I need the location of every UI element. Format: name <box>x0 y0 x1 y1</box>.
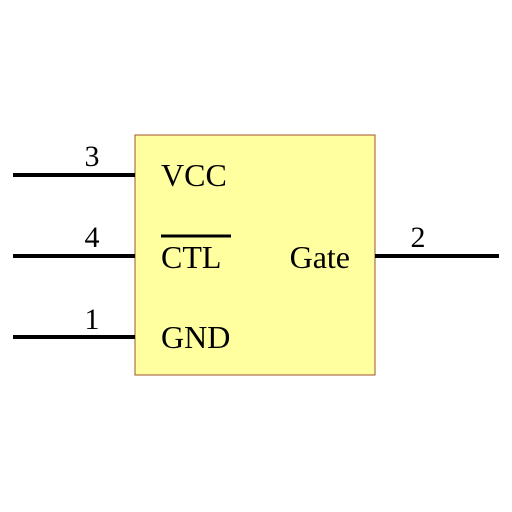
pin-1-label: GND <box>161 319 230 355</box>
component-body <box>134 134 376 376</box>
pin-2-number: 2 <box>411 221 426 254</box>
pin-3-label: VCC <box>161 157 227 193</box>
pin-2-label: Gate <box>290 239 350 275</box>
pin-1-number: 1 <box>85 303 100 336</box>
pin-3-number: 3 <box>85 140 100 173</box>
pin-4-number: 4 <box>85 221 100 254</box>
pin-4-label: CTL <box>161 239 221 275</box>
